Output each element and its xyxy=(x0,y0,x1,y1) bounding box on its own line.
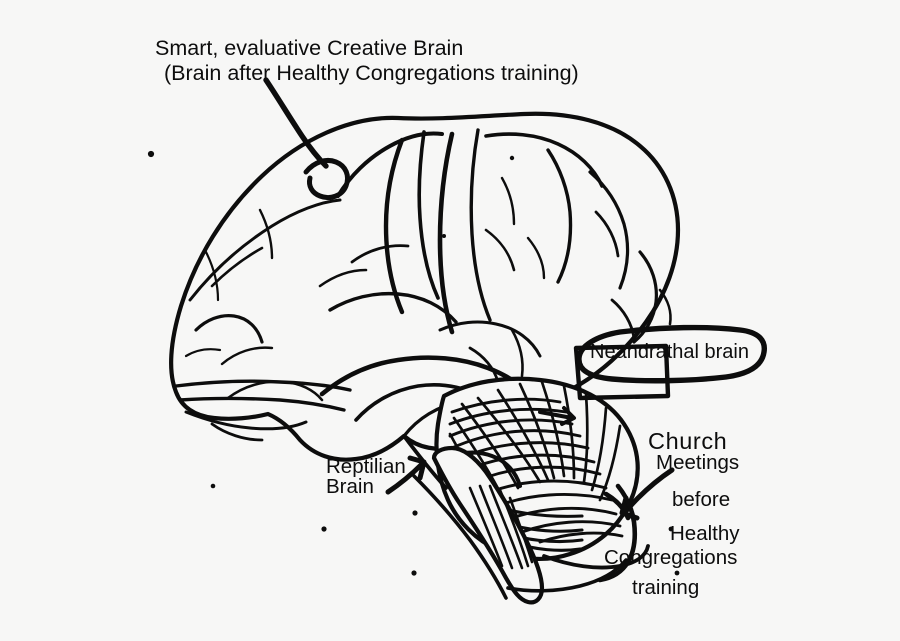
neandrathal-oval xyxy=(576,324,767,384)
temporal-ridge-3 xyxy=(438,320,542,358)
frontal-lobe-contour xyxy=(194,314,264,344)
church-meetings-label-line-4: Healthy xyxy=(670,522,740,545)
mid-sulcus-4 xyxy=(526,236,546,280)
frontal-sulcus-6 xyxy=(184,348,222,358)
brainstem-outline xyxy=(431,445,545,605)
brainstem-striations xyxy=(468,484,534,570)
frontal-notch-hook xyxy=(303,157,351,201)
neandrathal-rectangle xyxy=(573,343,671,401)
cerebrum-outline xyxy=(169,111,681,462)
mid-sulcus-3 xyxy=(484,228,516,272)
church-meetings-label-line-1: Church xyxy=(648,428,728,454)
church-meetings-label-line-2: Meetings xyxy=(656,451,740,474)
church-meetings-label-line-6: training xyxy=(632,576,700,599)
ventral-strand-3 xyxy=(184,410,308,431)
medulla-lower-edge xyxy=(506,558,628,593)
occipital-ridge-2 xyxy=(610,298,636,340)
congregations-bracket-stroke xyxy=(597,483,638,583)
ventral-strand-4 xyxy=(210,422,264,442)
insula-band xyxy=(328,291,458,324)
temporal-ridge-5 xyxy=(510,328,524,378)
neandrathal-brain-label: Neandrathal brain xyxy=(590,341,749,363)
church-meetings-label-line-5: Congregations xyxy=(604,546,738,569)
parietal-ridge-4 xyxy=(594,210,620,258)
mid-sulcus-5 xyxy=(500,176,516,226)
frontal-sulcus-3 xyxy=(258,208,274,260)
occipital-ridge-3 xyxy=(658,288,672,326)
reptilian-brain-label-line-2: Brain xyxy=(326,475,374,498)
creative-brain-title-line-2: (Brain after Healthy Congregations train… xyxy=(164,61,579,85)
frontal-sulcus-7 xyxy=(204,250,220,302)
frontal-sulcus-1 xyxy=(188,198,342,302)
superior-ridge-2 xyxy=(383,137,405,315)
reptilian-arrow xyxy=(385,455,427,495)
congregations-bracket-stroke-2 xyxy=(603,491,631,521)
ventral-strand-1 xyxy=(174,379,352,392)
speck-artifacts xyxy=(147,150,680,576)
church-meetings-label-line-3: before xyxy=(672,488,731,511)
mid-sulcus-1 xyxy=(350,244,410,264)
parietal-ridge-2 xyxy=(546,148,573,284)
creative-brain-title-line-1: Smart, evaluative Creative Brain xyxy=(155,36,464,60)
ventral-strand-2 xyxy=(178,396,346,412)
mid-sulcus-2 xyxy=(318,268,368,288)
postcentral-ridge xyxy=(469,128,492,322)
top-callout-leader-line xyxy=(263,77,329,169)
central-sulcus xyxy=(437,131,455,335)
superior-ridge-3 xyxy=(417,130,440,300)
reptilian-brain-label-line-1: Reptilian xyxy=(326,455,406,478)
parietal-ridge-1 xyxy=(484,132,604,188)
frontal-sulcus-4 xyxy=(220,346,274,366)
parietal-ridge-3 xyxy=(588,170,630,290)
brainstem-base-sweep xyxy=(412,474,508,600)
cerebellum-arrow-mark xyxy=(538,406,576,426)
